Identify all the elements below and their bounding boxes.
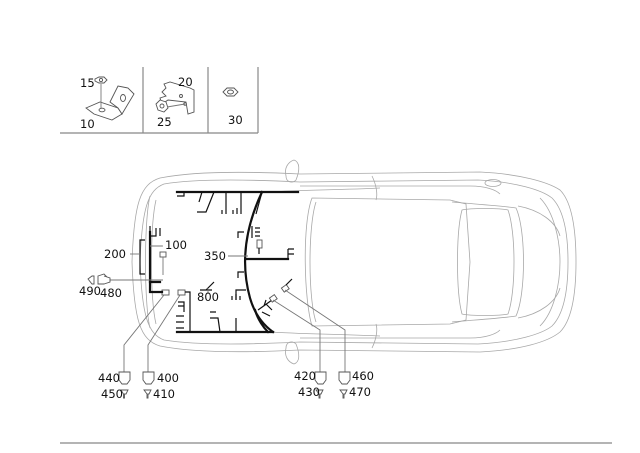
parts-panel: 15 10 20 25 30 — [60, 67, 259, 134]
connector-420-icon[interactable] — [314, 371, 327, 385]
connector-440-icon[interactable] — [118, 371, 131, 385]
callout-480: 480 — [100, 286, 122, 300]
callout-410: 410 — [153, 387, 175, 401]
callout-350: 350 — [204, 249, 226, 263]
callout-430: 430 — [298, 385, 320, 399]
connector-490-icon[interactable] — [87, 275, 95, 285]
connector-480-icon[interactable] — [97, 273, 111, 285]
callout-100: 100 — [165, 238, 187, 252]
callout-labels: 100 200 350 800 490 480 440 450 400 410 … — [79, 238, 374, 401]
label-30: 30 — [228, 113, 243, 127]
part-25-bolt-icon[interactable] — [155, 99, 186, 113]
callout-400: 400 — [157, 371, 179, 385]
label-15: 15 — [80, 76, 95, 90]
callout-440: 440 — [98, 371, 120, 385]
terminal-410-icon[interactable] — [143, 389, 152, 399]
part-15-nut-icon[interactable] — [94, 76, 108, 108]
callout-200: 200 — [104, 247, 126, 261]
connector-400-icon[interactable] — [142, 371, 155, 385]
label-20: 20 — [178, 75, 193, 89]
callout-490: 490 — [79, 284, 101, 298]
part-10-angle-bracket-icon[interactable] — [85, 85, 135, 121]
connector-460-icon[interactable] — [338, 371, 351, 385]
terminal-470-icon[interactable] — [339, 389, 348, 399]
terminal-430-icon[interactable] — [315, 389, 324, 399]
vehicle-outline — [131, 159, 577, 365]
callout-470: 470 — [349, 385, 371, 399]
terminal-450-icon[interactable] — [120, 389, 129, 399]
leader-lines — [100, 245, 346, 372]
callout-450: 450 — [101, 387, 123, 401]
callout-460: 460 — [352, 369, 374, 383]
callout-420: 420 — [294, 369, 316, 383]
part-30-hex-nut-icon[interactable] — [222, 87, 239, 97]
label-10: 10 — [80, 117, 95, 131]
label-25: 25 — [157, 115, 172, 129]
callout-800: 800 — [197, 290, 219, 304]
